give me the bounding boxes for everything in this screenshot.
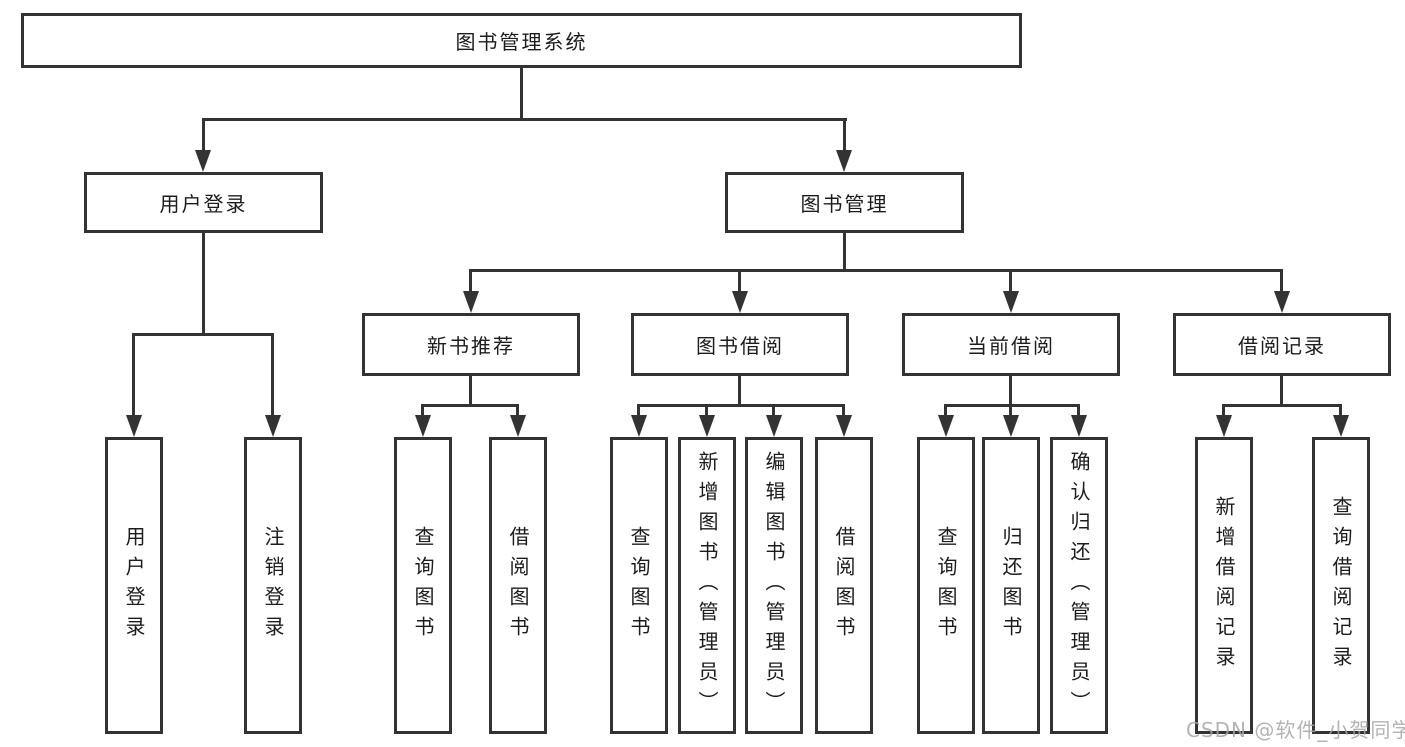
arrowhead-down	[766, 415, 782, 437]
node-borrow-books-recommend: 借阅图书	[489, 437, 547, 734]
connector-line	[944, 404, 1080, 407]
node-borrow-books: 借阅图书	[815, 437, 873, 734]
arrowhead-down	[631, 415, 647, 437]
node-user-login-branch: 用户登录	[84, 172, 323, 233]
connector-line	[516, 404, 519, 418]
node-logout: 注销登录	[244, 437, 302, 734]
arrowhead-down	[265, 415, 281, 437]
arrowhead-down	[1071, 415, 1087, 437]
node-label: 图书管理系统	[455, 30, 588, 54]
node-new-book-recommend: 新书推荐	[362, 313, 580, 376]
node-label: 新书推荐	[427, 334, 515, 358]
node-return-books: 归还图书	[982, 437, 1040, 734]
arrowhead-down	[938, 415, 954, 437]
connector-line	[1222, 404, 1225, 418]
node-add-borrow-record: 新增借阅记录	[1195, 437, 1253, 734]
node-query-books-current: 查询图书	[917, 437, 975, 734]
node-book-borrowing: 图书借阅	[631, 313, 849, 376]
node-current-borrowing: 当前借阅	[902, 313, 1120, 376]
node-label: 用户登录	[122, 525, 146, 646]
connector-line	[637, 404, 640, 418]
connector-line	[944, 404, 947, 418]
connector-line	[1009, 404, 1012, 418]
node-query-books-recommend: 查询图书	[394, 437, 452, 734]
node-label: 图书管理	[800, 192, 889, 216]
node-label: 新增图书（管理员）	[695, 450, 719, 721]
node-label: 借阅图书	[832, 525, 856, 646]
node-add-books-admin: 新增图书（管理员）	[678, 437, 736, 734]
watermark: CSDN @软件_小贺同学	[1186, 718, 1405, 742]
node-label: 查询图书	[411, 525, 435, 646]
connector-line	[132, 333, 135, 417]
node-book-management-branch: 图书管理	[725, 172, 964, 233]
node-label: 用户登录	[159, 192, 248, 216]
connector-line	[469, 269, 472, 293]
connector-line	[1009, 374, 1012, 406]
arrowhead-down	[836, 415, 852, 437]
node-label: 编辑图书（管理员）	[762, 450, 786, 721]
connector-line	[421, 404, 519, 407]
node-confirm-return-admin: 确认归还（管理员）	[1050, 437, 1108, 734]
connector-line	[1077, 404, 1080, 418]
connector-line	[637, 404, 845, 407]
node-query-borrow-record: 查询借阅记录	[1312, 437, 1370, 734]
node-label: 借阅记录	[1238, 334, 1326, 358]
connector-line	[1280, 269, 1283, 293]
connector-line	[421, 404, 424, 418]
node-label: 借阅图书	[506, 525, 530, 646]
arrowhead-down	[1216, 415, 1232, 437]
arrowhead-down	[732, 291, 748, 313]
connector-line	[1280, 374, 1283, 406]
connector-line	[1009, 269, 1012, 293]
arrowhead-down	[463, 291, 479, 313]
node-query-books-borrow: 查询图书	[610, 437, 668, 734]
arrowhead-down	[836, 150, 852, 172]
node-label: 确认归还（管理员）	[1067, 450, 1091, 721]
connector-line	[1222, 404, 1342, 407]
arrowhead-down	[195, 150, 211, 172]
node-label: 图书借阅	[696, 334, 784, 358]
connector-line	[132, 333, 274, 336]
connector-line	[843, 233, 846, 271]
connector-line	[738, 374, 741, 406]
connector-line	[1339, 404, 1342, 418]
node-label: 查询借阅记录	[1329, 495, 1353, 676]
arrowhead-down	[1003, 415, 1019, 437]
connector-line	[738, 269, 741, 293]
connector-line	[520, 66, 523, 120]
node-borrowing-records: 借阅记录	[1173, 313, 1391, 376]
connector-line	[469, 269, 1283, 272]
arrowhead-down	[415, 415, 431, 437]
node-label: 注销登录	[261, 525, 285, 646]
arrowhead-down	[699, 415, 715, 437]
arrowhead-down	[126, 415, 142, 437]
connector-line	[772, 404, 775, 418]
connector-line	[271, 333, 274, 417]
connector-line	[202, 118, 205, 152]
node-label: 查询图书	[934, 525, 958, 646]
node-label: 归还图书	[999, 525, 1023, 646]
arrowhead-down	[1333, 415, 1349, 437]
node-label: 当前借阅	[967, 334, 1055, 358]
node-user-login: 用户登录	[105, 437, 163, 734]
connector-line	[843, 118, 846, 152]
connector-line	[705, 404, 708, 418]
arrowhead-down	[510, 415, 526, 437]
node-label: 查询图书	[627, 525, 651, 646]
node-label: 新增借阅记录	[1212, 495, 1236, 676]
connector-line	[202, 118, 847, 121]
connector-line	[202, 233, 205, 336]
node-library-management-system: 图书管理系统	[21, 13, 1022, 68]
connector-line	[469, 374, 472, 406]
arrowhead-down	[1003, 291, 1019, 313]
arrowhead-down	[1274, 291, 1290, 313]
connector-line	[842, 404, 845, 418]
node-edit-books-admin: 编辑图书（管理员）	[745, 437, 803, 734]
